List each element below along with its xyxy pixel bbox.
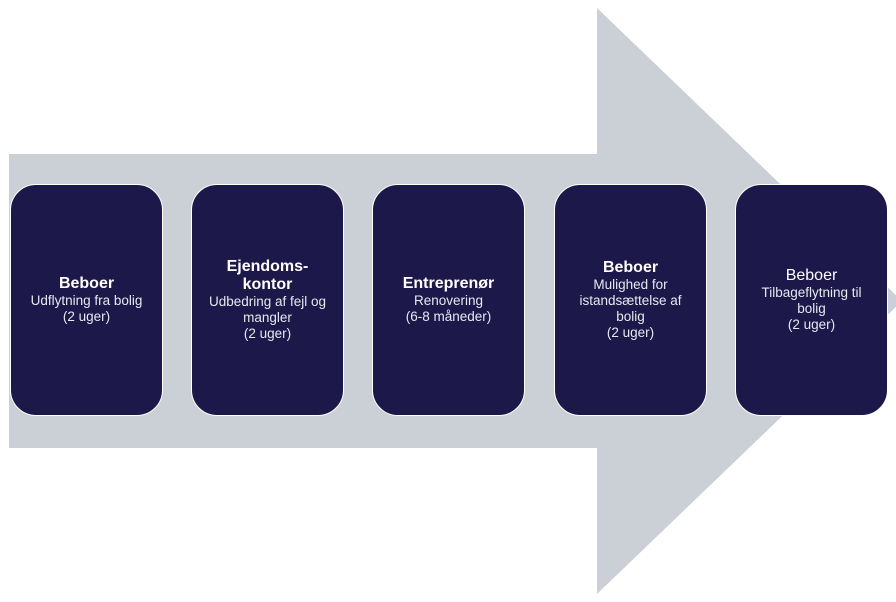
step-duration: (2 uger): [62, 309, 111, 324]
step-5-box: Beboer Tilbageflytning til bolig (2 uger…: [735, 184, 888, 416]
step-duration: (6-8 måneder): [405, 309, 492, 324]
step-description: Mulighed for istandsættelse af bolig: [579, 277, 682, 324]
step-duration: (2 uger): [787, 317, 836, 332]
step-4-box: Beboer Mulighed for istandsættelse af bo…: [554, 184, 707, 416]
step-description: Tilbageflytning til bolig: [761, 285, 862, 316]
step-description: Renovering: [413, 293, 484, 308]
step-2-box: Ejendoms- kontor Udbedring af fejl og ma…: [191, 184, 344, 416]
step-description: Udbedring af fejl og mangler: [208, 294, 327, 325]
step-title: Beboer: [58, 275, 115, 292]
step-1-box: Beboer Udflytning fra bolig (2 uger): [10, 184, 163, 416]
step-title: Entreprenør: [402, 275, 495, 292]
step-title: Beboer: [602, 259, 659, 276]
step-duration: (2 uger): [606, 325, 655, 340]
step-title: Ejendoms- kontor: [226, 258, 309, 293]
step-3-box: Entreprenør Renovering (6-8 måneder): [372, 184, 525, 416]
step-description: Udflytning fra bolig: [30, 293, 143, 308]
step-duration: (2 uger): [243, 326, 292, 341]
step-title: Beboer: [785, 267, 838, 284]
